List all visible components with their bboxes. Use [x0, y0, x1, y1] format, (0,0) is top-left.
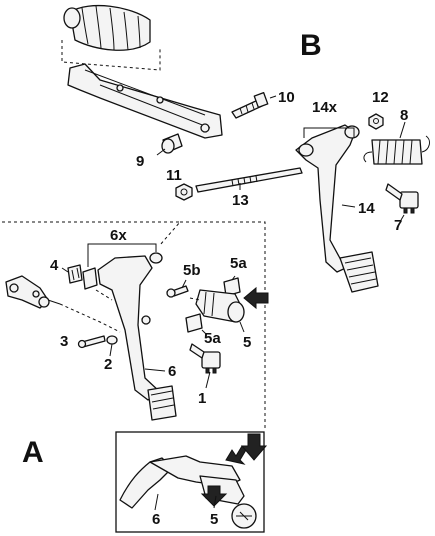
pedal-bushes-6x [82, 252, 163, 290]
bush-5a-top [223, 277, 241, 297]
label-4: 4 [50, 257, 59, 274]
label-12: 12 [372, 89, 389, 106]
label-14x: 14x [312, 99, 338, 116]
label-6-inset: 6 [152, 511, 160, 528]
label-10: 10 [278, 89, 295, 106]
clip-4 [67, 264, 83, 284]
label-8: 8 [400, 107, 408, 124]
label-14: 14 [358, 200, 375, 217]
label-7: 7 [394, 217, 402, 234]
label-5-inset: 5 [210, 511, 218, 528]
label-13: 13 [232, 192, 249, 209]
section-a-label: A [22, 436, 44, 469]
bolt-5b [166, 285, 189, 298]
return-spring-8 [363, 135, 430, 165]
label-5: 5 [243, 334, 251, 351]
label-9: 9 [136, 153, 144, 170]
label-1: 1 [198, 390, 206, 407]
clutch-master-cylinder [5, 275, 61, 309]
label-5a-bottom: 5a [204, 330, 221, 347]
brake-pedal-14 [295, 124, 379, 293]
arrow-5-indicator [243, 286, 269, 310]
section-b-label: B [300, 29, 322, 62]
inset-detail-box [115, 431, 268, 533]
pin-3 [77, 335, 106, 349]
label-5b: 5b [183, 262, 201, 279]
label-2: 2 [104, 356, 112, 373]
rubber-boot [63, 4, 151, 51]
nut-12 [368, 113, 384, 130]
clutch-assist-5 [195, 289, 245, 323]
label-6x: 6x [110, 227, 127, 244]
brake-light-switch-7 [385, 183, 419, 214]
adjuster-bolt-10 [231, 92, 269, 119]
clutch-pedal-6 [97, 255, 177, 421]
washer-2 [106, 335, 118, 345]
nut-11 [175, 183, 193, 201]
label-3: 3 [60, 333, 68, 350]
label-6: 6 [168, 363, 176, 380]
section-a-boundary [2, 221, 266, 430]
label-5a-top: 5a [230, 255, 247, 272]
bushing-9 [161, 133, 183, 154]
bush-5a-bottom [185, 313, 203, 333]
label-11: 11 [166, 167, 182, 184]
pedal-bracket [67, 63, 223, 139]
pivot-shaft-13 [195, 167, 303, 193]
switch-1 [189, 343, 221, 374]
